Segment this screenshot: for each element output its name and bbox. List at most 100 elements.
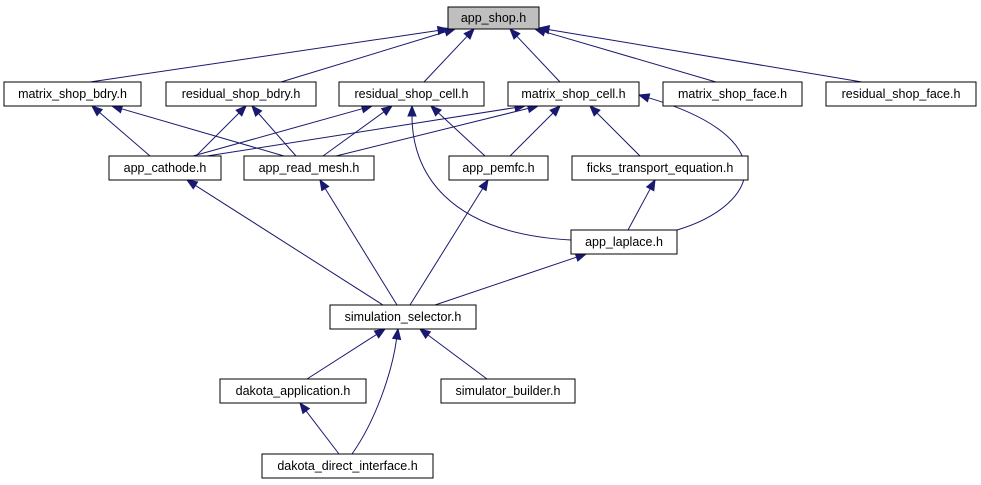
edge-line	[206, 107, 516, 157]
node-matrix-shop-face[interactable]: matrix_shop_face.h	[662, 81, 803, 107]
node-label: app_read_mesh.h	[259, 161, 360, 175]
edge-app-read-mesh-to-residual-shop-bdry	[251, 104, 297, 157]
arrowhead-icon	[478, 178, 489, 192]
edge-line	[280, 31, 446, 83]
edge-residual-shop-cell-to-app-shop	[423, 28, 475, 83]
edge-line	[596, 112, 641, 157]
edge-line	[427, 334, 488, 380]
node-label: matrix_shop_bdry.h	[18, 87, 127, 101]
arrowhead-icon	[391, 327, 402, 341]
node-label: residual_shop_bdry.h	[182, 87, 301, 101]
node-app-cathode[interactable]: app_cathode.h	[108, 155, 222, 181]
edge-app-cathode-to-matrix-shop-bdry	[90, 105, 151, 157]
node-simulator-builder[interactable]: simulator_builder.h	[440, 378, 576, 404]
edge-line	[544, 31, 717, 83]
node-residual-shop-cell[interactable]: residual_shop_cell.h	[338, 81, 485, 107]
node-label: residual_shop_face.h	[842, 87, 961, 101]
edge-app-pemfc-to-residual-shop-cell	[430, 105, 486, 157]
edge-app-pemfc-to-matrix-shop-cell	[509, 105, 561, 157]
arrowhead-icon	[645, 178, 656, 192]
edge-simulation-selector-to-app-read-mesh	[319, 178, 398, 306]
node-label: app_laplace.h	[585, 235, 663, 249]
node-ficks-transport-equation[interactable]: ficks_transport_equation.h	[571, 155, 749, 181]
node-app-pemfc[interactable]: app_pemfc.h	[448, 155, 549, 181]
node-dakota-direct-interface[interactable]: dakota_direct_interface.h	[261, 453, 434, 479]
edge-line	[192, 108, 363, 157]
edge-app-cathode-to-residual-shop-cell	[192, 104, 374, 157]
edge-line	[89, 30, 439, 83]
node-matrix-shop-cell[interactable]: matrix_shop_cell.h	[507, 81, 640, 107]
node-residual-shop-face[interactable]: residual_shop_face.h	[825, 81, 977, 107]
edge-app-laplace-to-ficks-transport-equation	[627, 178, 656, 231]
edge-residual-shop-face-to-app-shop	[537, 25, 863, 83]
arrowhead-icon	[185, 179, 199, 190]
edges-layer	[89, 25, 863, 455]
edge-ficks-transport-equation-to-matrix-shop-cell	[589, 105, 641, 157]
node-app-laplace[interactable]: app_laplace.h	[570, 229, 678, 255]
node-label: ficks_transport_equation.h	[587, 161, 734, 175]
edge-line	[509, 112, 554, 157]
node-label: simulator_builder.h	[456, 384, 561, 398]
arrowhead-icon	[537, 25, 551, 35]
node-matrix-shop-bdry[interactable]: matrix_shop_bdry.h	[3, 81, 142, 107]
arrowhead-icon	[637, 93, 651, 103]
node-label: simulation_selector.h	[345, 310, 462, 324]
arrowhead-icon	[574, 252, 588, 262]
edge-line	[324, 188, 398, 306]
arrowhead-icon	[463, 28, 475, 40]
edge-line	[437, 112, 486, 157]
edge-app-read-mesh-to-residual-shop-cell	[322, 105, 394, 157]
node-label: app_shop.h	[461, 11, 526, 25]
node-app-shop[interactable]: app_shop.h	[447, 6, 540, 30]
node-app-read-mesh[interactable]: app_read_mesh.h	[243, 155, 375, 181]
arrowhead-icon	[407, 104, 417, 117]
edge-dakota-direct-interface-to-simulation-selector	[351, 327, 402, 455]
node-simulation-selector[interactable]: simulation_selector.h	[329, 304, 477, 330]
edge-line	[258, 113, 297, 157]
edge-matrix-shop-bdry-to-app-shop	[89, 25, 450, 83]
node-dakota-application[interactable]: dakota_application.h	[219, 378, 367, 404]
arrowhead-icon	[319, 178, 330, 192]
edge-line	[434, 256, 577, 306]
edge-dakota-direct-interface-to-dakota-application	[299, 401, 340, 455]
arrowhead-icon	[418, 328, 432, 340]
node-label: matrix_shop_cell.h	[521, 87, 625, 101]
node-label: matrix_shop_face.h	[678, 87, 787, 101]
edge-dakota-application-to-simulation-selector	[306, 328, 387, 380]
edge-matrix-shop-cell-to-app-shop	[509, 28, 561, 83]
edge-line	[195, 184, 384, 306]
arrowhead-icon	[90, 105, 104, 117]
edge-matrix-shop-face-to-app-shop	[533, 27, 717, 83]
edge-line	[423, 35, 468, 83]
edge-simulation-selector-to-app-pemfc	[409, 178, 489, 306]
edge-line	[305, 410, 340, 455]
edge-line	[322, 111, 385, 157]
node-label: app_pemfc.h	[462, 161, 534, 175]
edge-app-cathode-to-residual-shop-bdry	[195, 105, 247, 157]
edge-residual-shop-bdry-to-app-shop	[280, 27, 457, 83]
node-residual-shop-bdry[interactable]: residual_shop_bdry.h	[165, 81, 317, 107]
edge-simulator-builder-to-simulation-selector	[418, 328, 488, 380]
node-label: app_cathode.h	[124, 161, 207, 175]
node-label: residual_shop_cell.h	[355, 87, 469, 101]
edge-line	[548, 29, 863, 83]
arrowhead-icon	[430, 105, 442, 117]
arrowhead-icon	[299, 401, 311, 415]
arrowhead-icon	[549, 105, 561, 117]
node-label: dakota_application.h	[236, 384, 351, 398]
edge-line	[351, 338, 398, 455]
edge-line	[306, 333, 377, 380]
edge-line	[627, 188, 651, 231]
edge-line	[409, 188, 484, 306]
edge-line	[335, 107, 529, 157]
edge-line	[195, 112, 240, 157]
arrowhead-icon	[251, 104, 263, 117]
edge-line	[99, 112, 151, 157]
edge-simulation-selector-to-app-cathode	[185, 179, 384, 306]
edge-simulation-selector-to-app-laplace	[434, 252, 588, 306]
arrowhead-icon	[509, 28, 521, 40]
arrowhead-icon	[373, 328, 387, 339]
node-label: dakota_direct_interface.h	[277, 459, 417, 473]
arrowhead-icon	[589, 105, 601, 117]
